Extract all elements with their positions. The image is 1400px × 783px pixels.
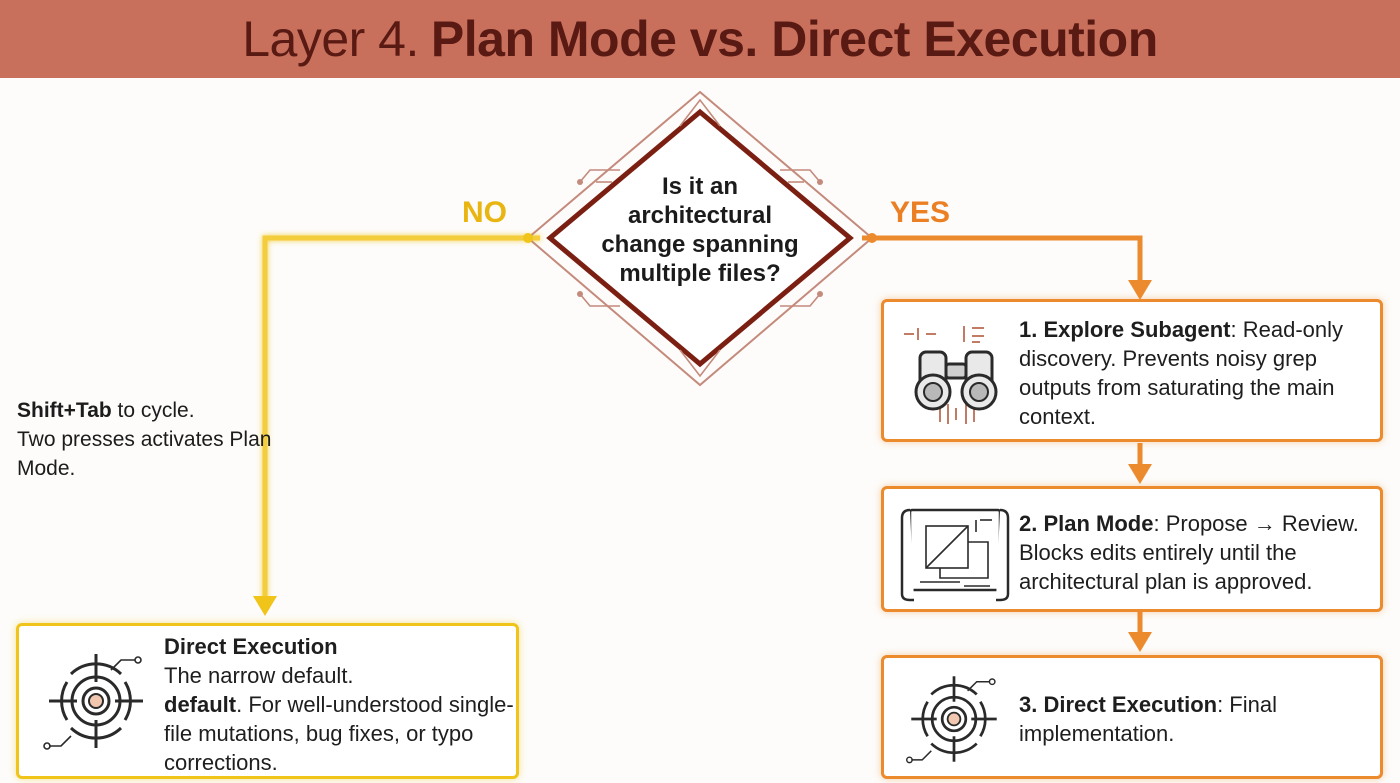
shortcut-note: Shift+Tab to cycle. Two presses activate… [17,396,277,483]
title-bar: Layer 4. Plan Mode vs. Direct Execution [0,0,1400,78]
title-prefix: Layer 4. [242,11,419,67]
step1-description: : Read-only discovery. Prevents noisy gr… [1019,317,1344,429]
step-explore-subagent: 1. Explore Subagent: Read-only discovery… [881,299,1383,442]
step2-title: 2. Plan Mode [1019,511,1154,536]
step2-description: : Propose → Review. Blocks edits entirel… [1019,511,1359,594]
target-icon [43,654,143,750]
target-icon [906,676,997,764]
blueprint-icon [900,508,1010,602]
no-arrowhead [253,596,277,616]
step3-title: 3. Direct Execution [1019,692,1218,717]
decision-diamond [523,90,877,387]
arrowhead-step3 [1128,632,1152,652]
direct-execution-heading: Direct Execution [164,634,338,659]
arrowhead-step2 [1128,464,1152,484]
branch-label-no: NO [462,196,507,229]
step-direct-execution: 3. Direct Execution: Final implementatio… [881,655,1383,779]
shortcut-line2: Two presses activates Plan Mode. [17,428,272,480]
direct-execution-line1: The narrow default. [164,663,354,688]
step1-title: 1. Explore Subagent [1019,317,1231,342]
title-emphasis: Plan Mode vs. Direct Execution [430,11,1158,67]
branch-label-yes: YES [890,196,951,229]
direct-execution-box: Direct Execution The narrow default. def… [16,623,519,779]
shortcut-key: Shift+Tab [17,399,112,422]
no-path [262,235,540,600]
yes-arrowhead [1128,280,1152,300]
yes-path [862,235,1143,282]
step-plan-mode: 2. Plan Mode: Propose → Review. Blocks e… [881,486,1383,612]
binoculars-icon [904,326,998,424]
decision-question: Is it an architectural change spanning m… [601,173,799,287]
shortcut-line1: to cycle. [111,399,195,422]
step3-description: : Final implementation. [1019,692,1277,746]
direct-execution-bold-word: default [164,692,237,717]
direct-execution-description: . For well-understood single-file mutati… [164,692,514,775]
